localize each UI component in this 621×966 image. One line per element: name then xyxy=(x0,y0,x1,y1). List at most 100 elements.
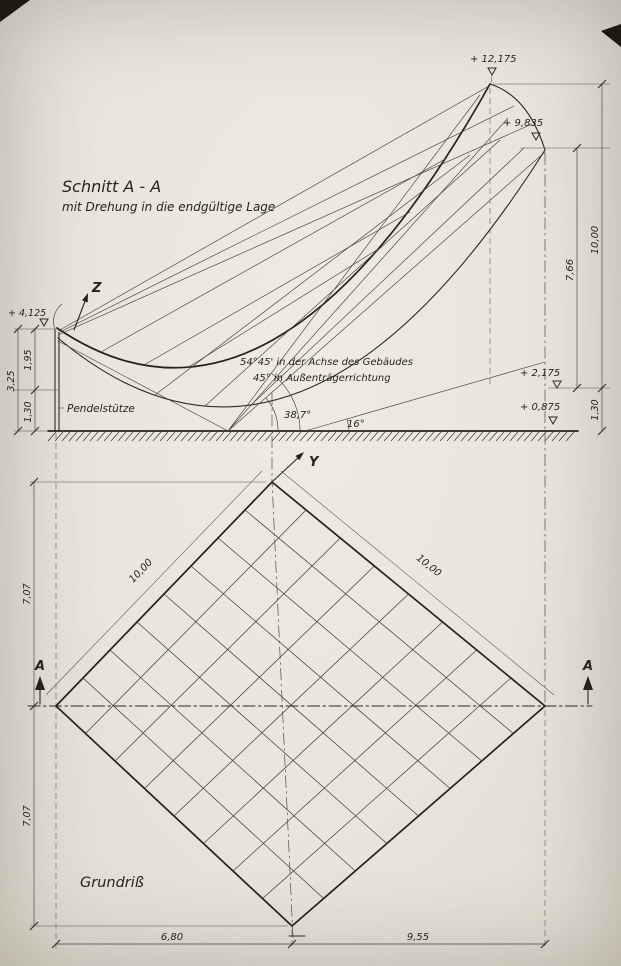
hatch-line xyxy=(131,431,141,442)
hatch-line xyxy=(152,431,162,442)
hatch-line xyxy=(96,431,106,442)
section-marker-right: A xyxy=(582,659,593,705)
fan-line xyxy=(57,340,229,432)
hatch-line xyxy=(446,431,456,442)
hatch-line xyxy=(495,431,505,442)
hatch-line xyxy=(89,431,99,442)
section-subtitle: mit Drehung in die endgültige Lage xyxy=(62,200,275,214)
hatch-line xyxy=(453,431,463,442)
hatch-line xyxy=(460,431,470,442)
fan-line xyxy=(154,154,471,396)
hatch-line xyxy=(418,431,428,442)
dim-label-130-right: 1,30 xyxy=(590,399,601,420)
hatch-line xyxy=(348,431,358,442)
dim-label-325: 3,25 xyxy=(6,370,17,391)
dim-tick xyxy=(51,939,61,949)
y-axis-arrow-icon xyxy=(295,452,304,461)
dim-tick xyxy=(287,939,297,949)
hatch-line xyxy=(327,431,337,442)
fan-line xyxy=(204,139,501,407)
elevation-0875: + 0,875 xyxy=(520,402,560,413)
dim-tick xyxy=(29,701,39,711)
z-axis-line xyxy=(73,295,88,331)
dim-tick xyxy=(597,383,607,393)
arc-38-7 xyxy=(265,397,279,432)
hatch-line xyxy=(551,431,561,442)
dim-label-195: 1,95 xyxy=(23,349,34,370)
section-arrow-up-icon xyxy=(583,676,593,690)
dim-label-130-left: 1,30 xyxy=(23,401,34,422)
hatch-line xyxy=(306,431,316,442)
hatch-line xyxy=(334,431,344,442)
hatch-line xyxy=(544,431,554,442)
grid-line xyxy=(203,621,443,844)
hatch-line xyxy=(292,431,302,442)
hatch-line xyxy=(509,431,519,442)
fan-line xyxy=(227,117,509,432)
dim-tick xyxy=(540,939,550,949)
arc-54-45 xyxy=(270,372,301,432)
hatch-line xyxy=(47,431,57,442)
hatch-line xyxy=(299,431,309,442)
dim-tick xyxy=(29,921,39,931)
dim-label-707-top: 7,07 xyxy=(22,583,33,604)
dim-tick xyxy=(597,426,607,436)
hatch-line xyxy=(250,431,260,442)
hatch-line xyxy=(537,431,547,442)
hatch-line xyxy=(278,431,288,442)
lower-envelope-curve xyxy=(57,149,546,408)
hatch-line xyxy=(187,431,197,442)
hatch-line xyxy=(201,431,211,442)
fan-line xyxy=(186,247,381,369)
fan-line-16deg xyxy=(304,361,546,432)
hatch-line xyxy=(530,431,540,442)
z-axis: Z xyxy=(73,281,102,331)
dim-tick xyxy=(597,79,607,89)
hatch-line xyxy=(236,431,246,442)
dim-label-680: 6,80 xyxy=(161,932,183,943)
angle-label-45: 45° in Außenträgerrichtung xyxy=(253,373,391,384)
dim-tick xyxy=(13,426,23,436)
angle-label-5445: 54°45' in der Achse des Gebäudes xyxy=(240,357,413,368)
hatch-line xyxy=(341,431,351,442)
fan-line xyxy=(143,211,411,366)
z-axis-label: Z xyxy=(91,281,102,296)
grid-line xyxy=(136,621,388,844)
hatch-line xyxy=(75,431,85,442)
hatch-line xyxy=(383,431,393,442)
hatch-line xyxy=(180,431,190,442)
hatch-line xyxy=(243,431,253,442)
hatch-line xyxy=(523,431,533,442)
fan-line xyxy=(57,105,515,334)
right-edge-arc xyxy=(489,83,546,151)
hatch-line xyxy=(362,431,372,442)
section-title: Schnitt A - A xyxy=(62,177,161,196)
dim-line-edge-right xyxy=(280,470,555,696)
grid-line xyxy=(109,649,356,872)
hatch-line xyxy=(117,431,127,442)
section-view: Schnitt A - A mit Drehung in die endgült… xyxy=(6,54,610,950)
hatch-line xyxy=(432,431,442,442)
level-leader-12175 xyxy=(490,75,493,84)
section-marker-left: A xyxy=(34,659,45,705)
hatch-line xyxy=(313,431,323,442)
section-letter-right: A xyxy=(582,659,593,674)
dim-line-edge-left xyxy=(45,470,263,696)
hatch-line xyxy=(138,431,148,442)
hatch-line xyxy=(194,431,204,442)
hatch-line xyxy=(159,431,169,442)
level-icon-2175 xyxy=(552,380,562,390)
hatch-line xyxy=(257,431,267,442)
hatch-line xyxy=(474,431,484,442)
dim-label-edge-right: 10,00 xyxy=(414,553,443,580)
grid-line xyxy=(262,677,512,899)
section-letter-left: A xyxy=(34,659,45,674)
elevation-9835: + 9,835 xyxy=(503,118,543,129)
hatch-line xyxy=(110,431,120,442)
upper-envelope-curve xyxy=(56,83,491,369)
fan-line xyxy=(227,94,481,432)
hatch-line xyxy=(285,431,295,442)
hatch-line xyxy=(208,431,218,442)
dim-tick xyxy=(572,143,582,153)
